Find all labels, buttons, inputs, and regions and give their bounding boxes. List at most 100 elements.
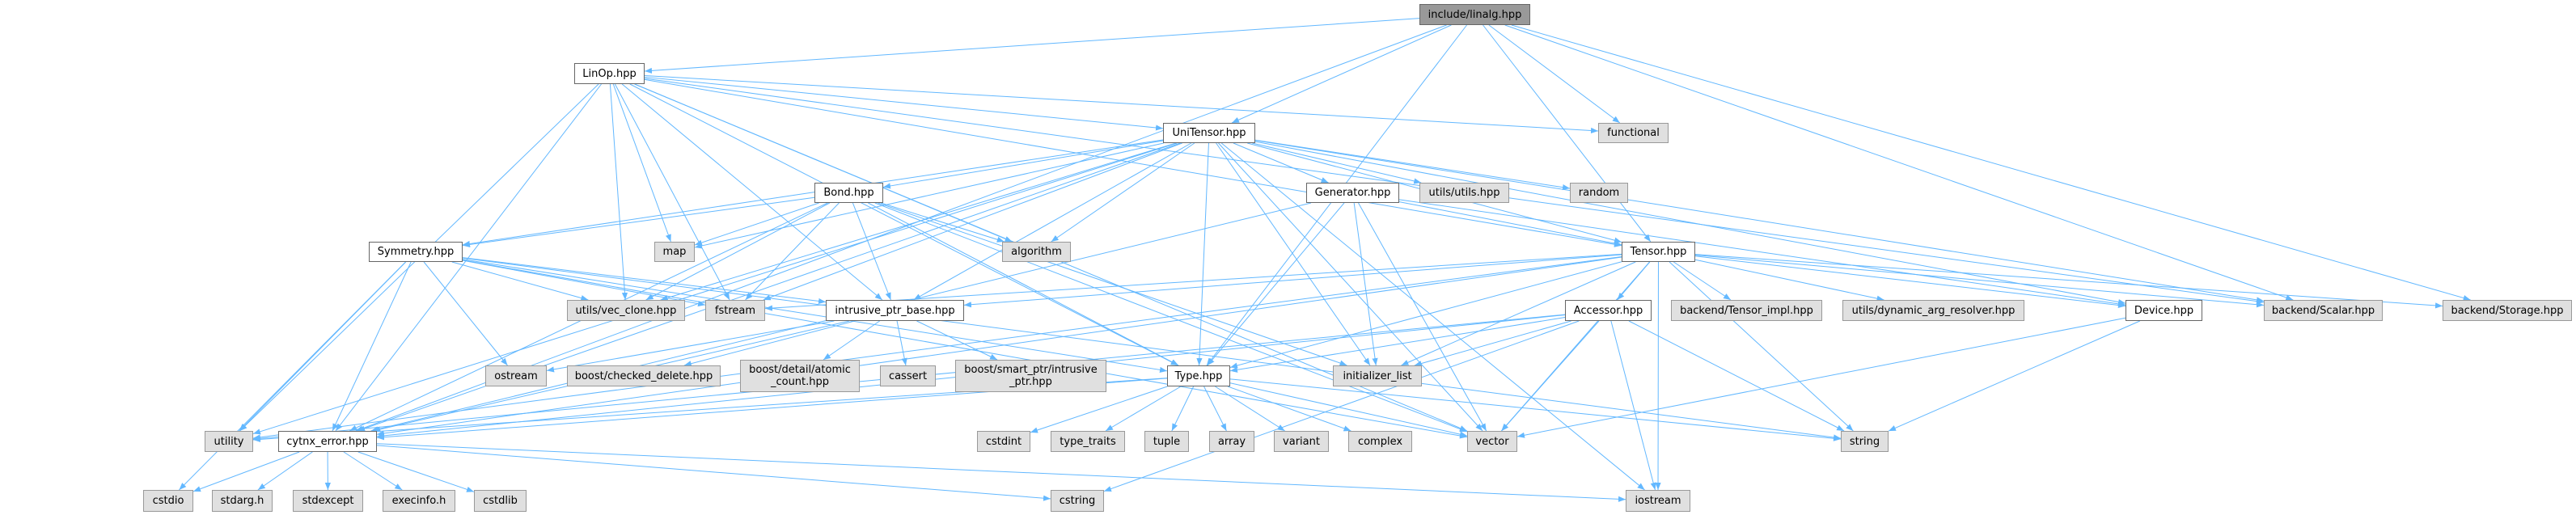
graph-node-cstdio: cstdio — [143, 490, 193, 512]
graph-node-Generator[interactable]: Generator.hpp — [1306, 183, 1399, 203]
graph-node-Type[interactable]: Type.hpp — [1167, 365, 1230, 386]
graph-node-initializer_list: initializer_list — [1333, 365, 1422, 386]
graph-node-algorithm: algorithm — [1002, 242, 1071, 262]
edge-Generator-to-Tensor — [1398, 201, 1622, 247]
node-label: tuple — [1153, 435, 1181, 448]
graph-node-Symmetry[interactable]: Symmetry.hpp — [369, 242, 463, 262]
edge-Accessor-to-Type — [1229, 317, 1566, 373]
graph-node-execinfo: execinfo.h — [383, 490, 455, 512]
graph-node-tuple: tuple — [1144, 431, 1189, 452]
node-label: Device.hpp — [2134, 304, 2194, 317]
node-label: execinfo.h — [391, 495, 446, 507]
graph-node-random: random — [1570, 183, 1628, 203]
edge-Device-to-vector — [1516, 317, 2126, 438]
node-label: fstream — [714, 304, 756, 317]
graph-node-Scalar: backend/Scalar.hpp — [2264, 300, 2383, 321]
edge-linalg-to-Storage — [1511, 24, 2471, 301]
edge-UniTensor-to-iostream — [1220, 142, 1645, 491]
graph-node-cytnx_error[interactable]: cytnx_error.hpp — [278, 431, 377, 452]
node-label: string — [1849, 435, 1880, 448]
edge-Bond-to-map — [694, 202, 819, 246]
node-label: type_traits — [1060, 435, 1116, 448]
edge-UniTensor-to-Symmetry — [462, 139, 1164, 247]
node-label: vector — [1475, 435, 1509, 448]
edge-Generator-to-initializer_list — [1353, 202, 1378, 366]
edge-Generator-to-Device — [1398, 199, 2126, 307]
edge-Bond-to-Type — [868, 202, 1179, 366]
graph-node-Tensor_impl: backend/Tensor_impl.hpp — [1671, 300, 1822, 321]
edge-UniTensor-to-Type — [1196, 142, 1209, 366]
edge-Type-to-type_traits — [1105, 386, 1182, 432]
node-label: cassert — [888, 369, 928, 382]
edge-Accessor-to-cstring — [1103, 320, 1580, 492]
node-label: cytnx_error.hpp — [286, 435, 369, 448]
edge-Accessor-to-vector — [1501, 320, 1600, 432]
edge-Symmetry-to-vec_clone — [451, 261, 589, 302]
edge-Tensor-to-Scalar — [1694, 255, 2265, 308]
edge-UniTensor-to-algorithm — [1051, 142, 1195, 243]
node-label: stdexcept — [302, 495, 354, 507]
edge-UniTensor-to-vec_clone — [660, 142, 1177, 301]
graph-node-cassert: cassert — [880, 365, 936, 386]
node-label: ostream — [494, 369, 538, 382]
edge-Type-to-variant — [1215, 386, 1285, 432]
edge-intrusive-to-cassert — [896, 320, 907, 366]
edge-Tensor-to-cytnx_error — [376, 256, 1622, 437]
graph-node-string: string — [1841, 431, 1889, 452]
graph-node-array: array — [1209, 431, 1254, 452]
edge-linalg-to-cytnx_error — [355, 24, 1447, 432]
graph-node-cstring: cstring — [1051, 490, 1104, 512]
edge-LinOp-to-cytnx_error — [335, 83, 602, 432]
edge-linalg-to-Scalar — [1504, 24, 2294, 301]
node-label: complex — [1357, 435, 1403, 448]
graph-node-variant: variant — [1274, 431, 1329, 452]
edge-Type-to-array — [1203, 386, 1227, 432]
graph-node-cstdint: cstdint — [977, 431, 1030, 452]
edge-Symmetry-to-vector — [462, 260, 1468, 439]
edge-Type-to-string — [1229, 378, 1842, 441]
graph-node-Accessor[interactable]: Accessor.hpp — [1565, 300, 1652, 321]
edge-Tensor-to-fstream — [764, 253, 1622, 311]
edge-Symmetry-to-intrusive — [462, 257, 827, 305]
edge-Bond-to-intrusive — [852, 202, 891, 301]
graph-node-stdarg: stdarg.h — [212, 490, 273, 512]
node-label: UniTensor.hpp — [1172, 127, 1246, 139]
node-label: backend/Tensor_impl.hpp — [1680, 304, 1813, 317]
graph-node-functional: functional — [1598, 123, 1669, 143]
graph-node-checked_delete: boost/checked_delete.hpp — [567, 365, 721, 386]
node-label: Bond.hpp — [823, 187, 874, 199]
node-label: utils/utils.hpp — [1428, 187, 1500, 199]
edge-Bond-to-initializer_list — [878, 202, 1347, 366]
graph-node-Device[interactable]: Device.hpp — [2126, 300, 2202, 321]
edge-Type-to-tuple — [1171, 386, 1195, 432]
edge-linalg-to-UniTensor — [1231, 24, 1452, 124]
edge-Symmetry-to-string — [462, 257, 1842, 441]
edge-Tensor-to-Device — [1694, 255, 2126, 309]
graph-node-cstdlib: cstdlib — [474, 490, 527, 512]
node-label: cstdio — [152, 495, 184, 507]
edge-Tensor-to-Tensor_impl — [1673, 261, 1732, 301]
node-label: boost/smart_ptr/intrusive _ptr.hpp — [964, 364, 1098, 388]
edge-UniTensor-to-fstream — [763, 142, 1182, 301]
node-label: utility — [214, 435, 244, 448]
edge-UniTensor-to-Scalar — [1254, 140, 2265, 303]
edge-UniTensor-to-map — [694, 142, 1164, 249]
graph-node-intrusive[interactable]: intrusive_ptr_base.hpp — [826, 300, 964, 321]
edge-Symmetry-to-fstream — [462, 260, 706, 307]
node-label: boost/checked_delete.hpp — [574, 369, 713, 382]
graph-node-linalg[interactable]: include/linalg.hpp — [1419, 4, 1530, 25]
edge-intrusive-to-checked_delete — [683, 320, 855, 367]
graph-node-LinOp[interactable]: LinOp.hpp — [574, 63, 645, 84]
graph-node-atomic_count: boost/detail/atomic _count.hpp — [740, 360, 860, 392]
graph-node-UniTensor[interactable]: UniTensor.hpp — [1163, 123, 1255, 143]
graph-node-map: map — [654, 242, 695, 262]
graph-node-Tensor[interactable]: Tensor.hpp — [1622, 242, 1695, 262]
graph-node-dyn_arg: utils/dynamic_arg_resolver.hpp — [1842, 300, 2024, 321]
edge-Tensor-to-dyn_arg — [1694, 259, 1884, 302]
graph-node-Bond[interactable]: Bond.hpp — [814, 183, 883, 203]
node-label: backend/Scalar.hpp — [2271, 304, 2375, 317]
edge-linalg-to-Tensor — [1483, 24, 1652, 243]
edge-intrusive-to-atomic_count — [823, 320, 880, 361]
graph-node-utility: utility — [205, 431, 253, 452]
